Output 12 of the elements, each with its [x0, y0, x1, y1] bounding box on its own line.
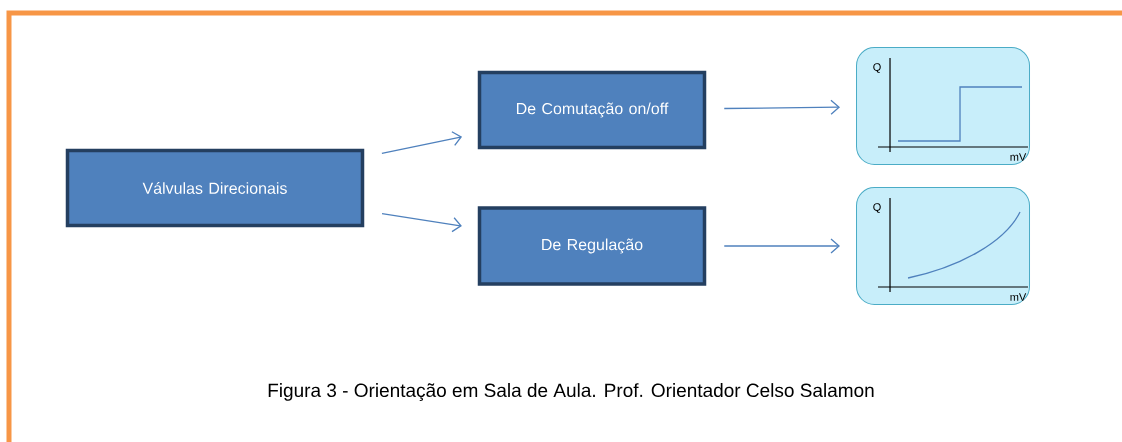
arrow	[381, 131, 463, 155]
arrow	[723, 238, 840, 254]
axis-label: Q	[873, 203, 881, 213]
process-box: Válvulas Direcionais	[65, 148, 365, 228]
arrow	[723, 99, 840, 115]
process-box: De Comutação on/off	[477, 70, 707, 150]
axis-label: Q	[873, 63, 881, 73]
process-box: De Regulação	[477, 206, 707, 286]
caption: Figura 3 - Orientação em Sala de Aula. Prof. Orientador Celso Salamon	[268, 383, 874, 401]
axis-label: mV	[1010, 153, 1027, 161]
axis-label: mV	[1010, 293, 1027, 301]
arrow	[381, 213, 462, 233]
